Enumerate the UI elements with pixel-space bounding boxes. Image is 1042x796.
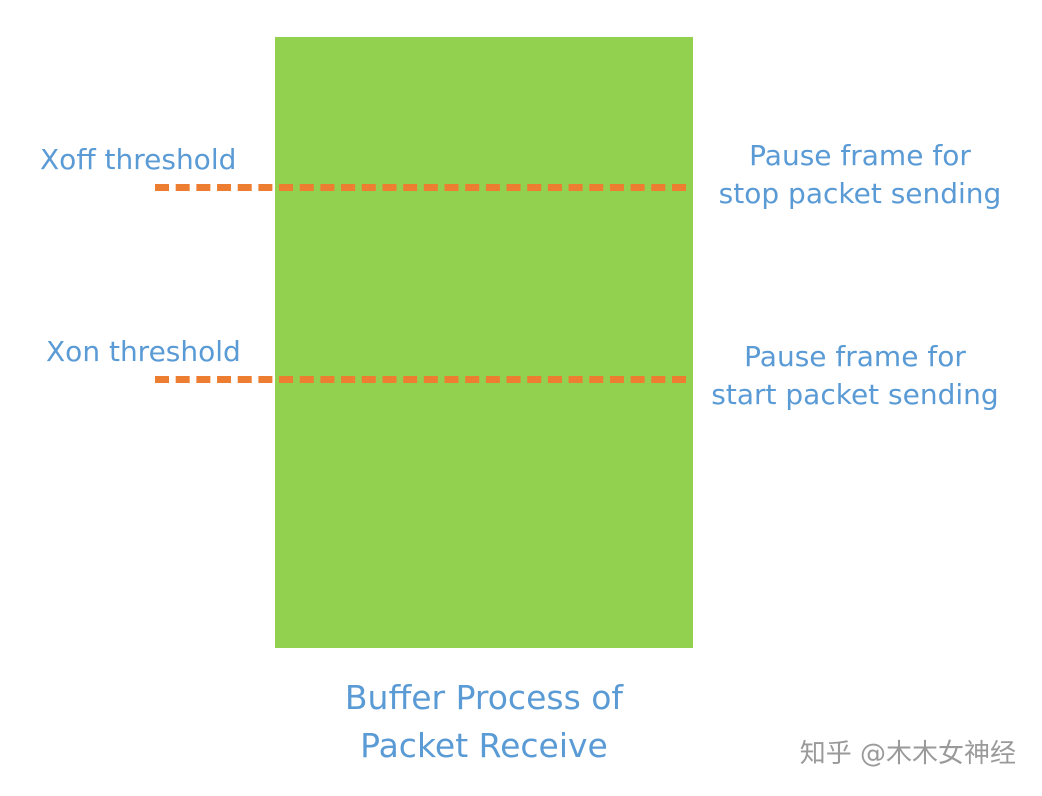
xoff-action-line-2: stop packet sending	[718, 177, 1002, 210]
receive-buffer	[275, 37, 693, 648]
watermark: 知乎 @木木女神经	[799, 739, 1016, 769]
xon-threshold-line	[155, 376, 686, 383]
xon-action-line-1: Pause frame for	[744, 340, 966, 373]
xon-threshold-label: Xon threshold	[46, 335, 241, 368]
xoff-action-line-1: Pause frame for	[749, 139, 971, 172]
xoff-threshold-label: Xoff threshold	[40, 143, 237, 176]
xon-action-text: Pause frame for start packet sending	[695, 338, 1015, 414]
caption-line-1: Buffer Process of	[344, 678, 624, 717]
caption-line-2: Packet Receive	[360, 726, 608, 765]
xon-action-line-2: start packet sending	[711, 378, 999, 411]
xoff-threshold-line	[155, 184, 686, 191]
xoff-action-text: Pause frame for stop packet sending	[700, 137, 1020, 213]
diagram-caption: Buffer Process of Packet Receive	[275, 674, 693, 770]
